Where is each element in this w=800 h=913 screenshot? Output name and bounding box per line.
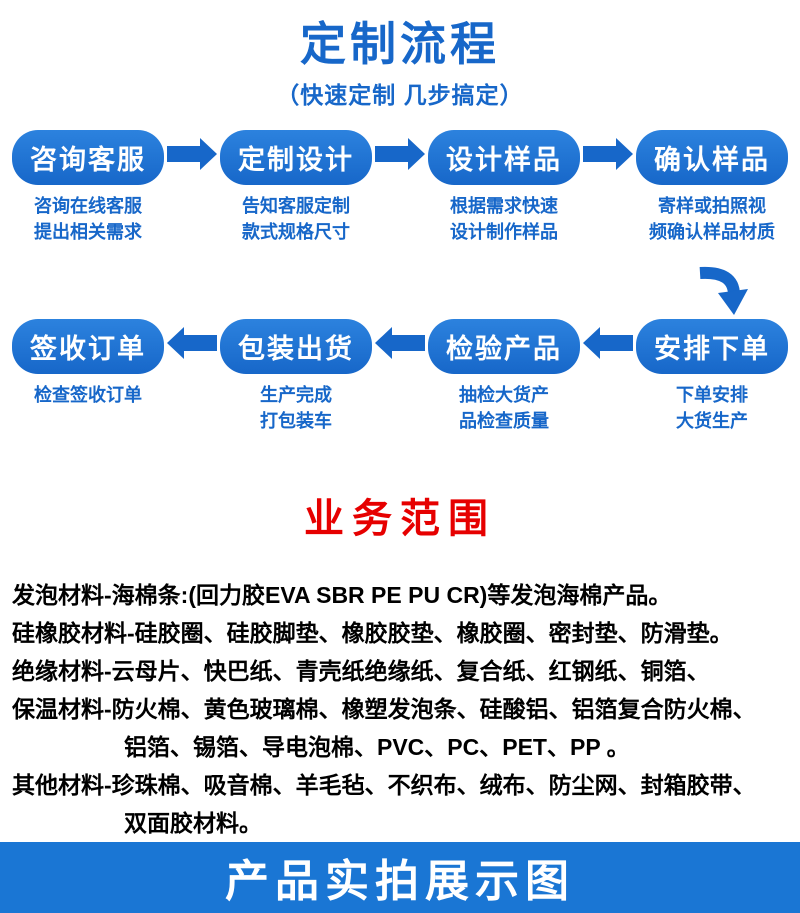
step-description: 生产完成 打包装车 [260,384,332,431]
business-line: 双面胶材料。 [124,809,262,836]
business-line: 铝箔、锡箔、导电泡棉、PVC、PC、PET、PP 。 [124,733,630,760]
business-scope-text: 发泡材料-海棉条:(回力胶EVA SBR PE PU CR)等发泡海棉产品。 硅… [0,576,800,842]
arrow-left-icon [167,326,217,359]
step-description: 寄样或拍照视 频确认样品材质 [649,196,775,243]
banner-title: 产品实拍展示图 [225,857,575,907]
business-line: 绝缘材料-云母片、快巴纸、青壳纸绝缘纸、复合纸、红钢纸、铜箔、 [12,657,710,684]
business-line: 硅橡胶材料-硅胶圈、硅胶脚垫、橡胶胶垫、橡胶圈、密封垫、防滑垫。 [12,619,733,646]
process-step-confirm-sample: 确认样品 寄样或拍照视 频确认样品材质 [636,130,788,245]
product-photos-banner: 产品实拍展示图 [0,841,800,913]
process-step-inspection: 检验产品 抽检大货产 品检查质量 [428,318,580,434]
process-step-design: 定制设计 告知客服定制 款式规格尺寸 [220,130,372,245]
page-header: 定制流程 （快速定制 几步搞定） [0,0,800,110]
step-description: 下单安排 大货生产 [676,384,748,431]
arrow-right-icon [375,138,425,170]
step-button: 签收订单 [12,318,164,374]
page-title: 定制流程 [300,18,500,70]
business-line: 发泡材料-海棉条:(回力胶EVA SBR PE PU CR)等发泡海棉产品。 [12,581,672,608]
business-line: 保温材料-防火棉、黄色玻璃棉、橡塑发泡条、硅酸铝、铝箔复合防火棉、 [12,695,756,722]
arrow-left-icon [583,326,633,359]
process-step-sign-receive: 签收订单 检查签收订单 [12,318,164,408]
step-description: 抽检大货产 品检查质量 [459,384,549,431]
step-button: 包装出货 [220,318,372,374]
step-button: 安排下单 [636,318,788,374]
step-description: 根据需求快速 设计制作样品 [450,196,558,243]
process-step-sample-design: 设计样品 根据需求快速 设计制作样品 [428,130,580,245]
arrow-right-icon [583,138,633,170]
curved-arrow-down-icon [699,267,748,316]
step-button: 设计样品 [428,130,580,185]
step-button: 定制设计 [220,130,372,185]
arrow-right-icon [167,138,217,170]
step-button: 确认样品 [636,130,788,185]
process-step-packing-shipping: 包装出货 生产完成 打包装车 [220,318,372,434]
step-description: 咨询在线客服 提出相关需求 [34,196,142,243]
step-description: 检查签收订单 [34,384,142,405]
process-row-2: 签收订单 检查签收订单 包装出货 生产完成 打包装车 检验产品 抽检大货产 品检… [0,318,800,434]
business-scope-title: 业务范围 [304,494,496,542]
step-button: 咨询客服 [12,130,164,185]
page-subtitle: （快速定制 几步搞定） [276,82,524,108]
business-line: 其他材料-珍珠棉、吸音棉、羊毛毡、不织布、绒布、防尘网、封箱胶带、 [12,771,756,798]
arrow-left-icon [375,326,425,359]
step-button: 检验产品 [428,318,580,374]
process-step-consult: 咨询客服 咨询在线客服 提出相关需求 [12,130,164,245]
process-step-place-order: 安排下单 下单安排 大货生产 [636,318,788,434]
step-description: 告知客服定制 款式规格尺寸 [242,196,350,243]
process-row-1: 咨询客服 咨询在线客服 提出相关需求 定制设计 告知客服定制 款式规格尺寸 设计… [0,130,800,245]
curve-arrow-row [0,263,800,316]
